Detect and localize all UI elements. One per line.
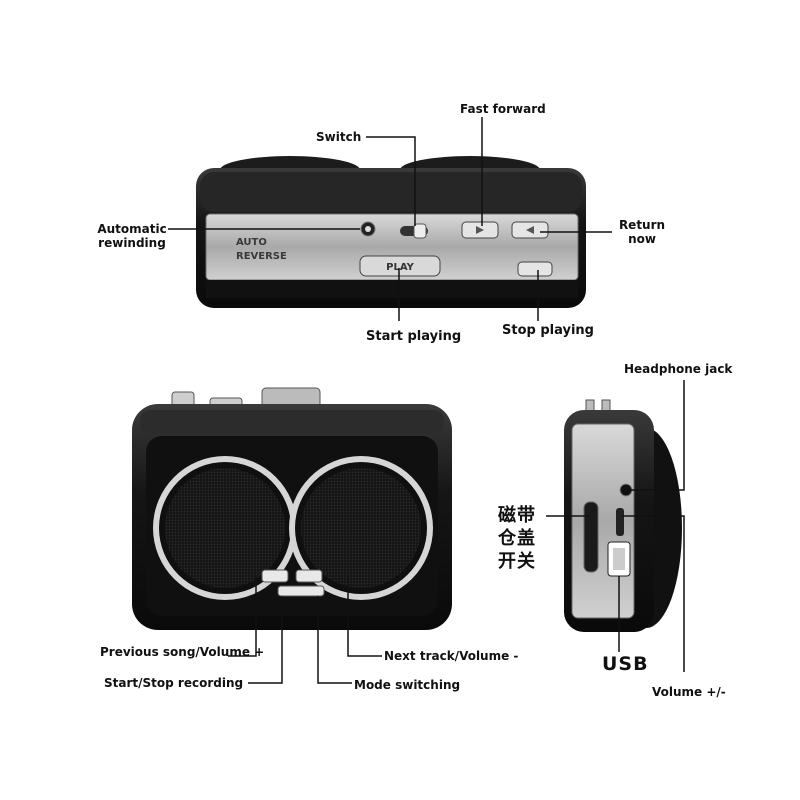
return-now-button[interactable] [511, 221, 549, 239]
side-callout-lines [546, 380, 685, 672]
headphone-jack-label: Headphone jack [624, 362, 733, 376]
usb-label: USB [602, 653, 649, 675]
auto-rewind-knob[interactable] [360, 221, 376, 237]
tape-cover-switch-label-line1: 磁带 [498, 505, 536, 526]
stop-button[interactable] [517, 261, 553, 277]
auto-reverse-line1: AUTO [236, 237, 267, 248]
start-stop-recording-label: Start/Stop recording [104, 676, 244, 690]
side-view-device [564, 399, 682, 632]
next-track-volume-label: Next track/Volume - [384, 649, 519, 663]
automatic-rewinding-label-line2: rewinding [98, 236, 166, 250]
play-button-label: PLAY [386, 262, 414, 273]
front-view-device [132, 387, 452, 630]
switch-slider[interactable] [400, 223, 428, 239]
automatic-rewinding-label-line1: Automatic [97, 222, 167, 236]
stop-playing-label: Stop playing [502, 323, 594, 338]
auto-reverse-line2: REVERSE [236, 251, 287, 262]
top-view-device [196, 156, 586, 308]
top-callout-lines [168, 117, 612, 321]
tape-cover-switch-label-line3: 开关 [498, 551, 536, 572]
fast-forward-label: Fast forward [460, 102, 546, 116]
volume-label: Volume +/- [652, 685, 726, 699]
mode-switching-label: Mode switching [354, 678, 461, 692]
tape-cover-switch-label-line2: 仓盖 [498, 528, 536, 549]
fast-forward-button[interactable] [461, 221, 499, 239]
switch-label: Switch [316, 130, 362, 144]
start-playing-label: Start playing [366, 329, 462, 344]
return-now-label-line2: now [628, 232, 656, 246]
previous-song-volume-label: Previous song/Volume + [100, 645, 265, 659]
play-button[interactable]: PLAY [359, 255, 441, 277]
front-callout-lines [228, 576, 382, 684]
return-now-label-line1: Return [618, 218, 666, 232]
